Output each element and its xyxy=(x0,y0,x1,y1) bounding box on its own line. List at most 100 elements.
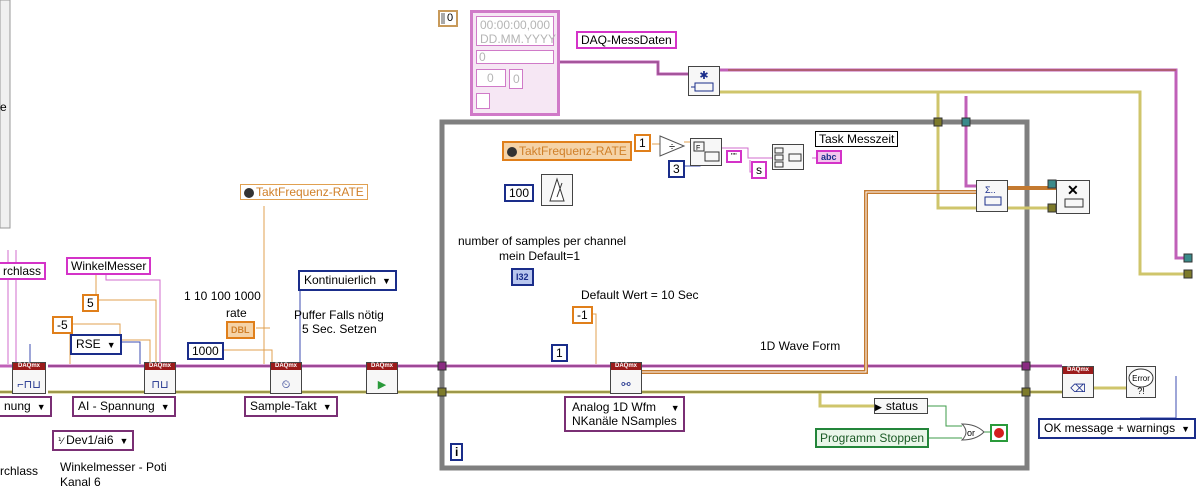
daq-messdaten-string[interactable]: DAQ-MessDaten xyxy=(576,31,677,49)
samples-label-line2: mein Default=1 xyxy=(499,249,581,263)
waveform-wire xyxy=(640,186,1058,374)
dropdown-arrow-icon: ▼ xyxy=(1181,424,1190,434)
winkelmesser-string[interactable]: WinkelMesser xyxy=(66,257,152,275)
concatenate-strings-node[interactable] xyxy=(772,144,804,170)
dropdown-arrow-icon: ▼ xyxy=(106,340,116,350)
daqmx-start-task-vi[interactable]: DAQmx ▶ xyxy=(366,362,398,394)
daq-cluster-control[interactable]: 00:00:00,000 DD.MM.YYYY 0 0 0 xyxy=(470,10,560,116)
divide-icon[interactable]: ÷ xyxy=(658,134,686,158)
cluster-field-a[interactable]: 0 xyxy=(476,50,554,64)
winkel-poti-label-line1: Winkelmesser - Poti xyxy=(60,460,167,474)
eraser-icon: ⌫ xyxy=(1070,383,1086,395)
dev-channel-ring[interactable]: ⅟Dev1/ai6▼ xyxy=(52,430,135,451)
status-unbundle-node[interactable]: ▶status xyxy=(874,398,928,414)
svg-text:Σ..: Σ.. xyxy=(985,185,996,195)
spannung-ring-left[interactable]: nung▼ xyxy=(0,396,52,417)
stop-terminal-icon[interactable] xyxy=(990,424,1008,442)
channel-icon: ⌐⊓⊔ xyxy=(17,379,41,391)
arrow-icon: ▶ xyxy=(875,402,882,412)
play-icon: ▶ xyxy=(377,379,387,391)
abc-string-indicator: abc xyxy=(816,150,842,164)
or-gate-icon[interactable]: or xyxy=(960,422,986,442)
durchlass-string-top[interactable]: rchlass xyxy=(0,262,47,280)
timestamp-field[interactable]: 00:00:00,000 DD.MM.YYYY xyxy=(476,16,556,46)
left-edge-text: e xyxy=(0,100,7,114)
durchlass-label-bottom: rchlass xyxy=(0,464,39,478)
analog-wfm-ring[interactable]: Analog 1D Wfm NKanäle NSamples ▼ xyxy=(564,396,685,432)
programm-stoppen-control[interactable]: Programm Stoppen xyxy=(815,428,930,448)
cluster-index-control[interactable]: 0 xyxy=(438,10,458,27)
daqmx-create-channel-vi[interactable]: DAQmx ⊓⊔ xyxy=(144,362,176,394)
constant-minus-one[interactable]: -1 xyxy=(572,306,593,324)
bundle-by-name-node[interactable]: ✱ xyxy=(688,66,720,96)
dropdown-arrow-icon: ▼ xyxy=(322,402,332,412)
svg-text:?!: ?! xyxy=(1137,386,1145,396)
svg-text:✱: ✱ xyxy=(699,70,708,82)
dropdown-arrow-icon: ▼ xyxy=(670,403,680,413)
default-wert-label: Default Wert = 10 Sec xyxy=(581,288,699,302)
unbundle-by-name-node[interactable]: Σ.. xyxy=(976,180,1008,212)
bundle-node-right[interactable]: ✕ xyxy=(1056,180,1090,214)
rate-values-label: 1 10 100 1000 xyxy=(184,289,261,303)
svg-text:✕: ✕ xyxy=(1067,182,1079,198)
rate-label: rate xyxy=(226,306,247,320)
ai-spannung-ring[interactable]: AI - Spannung▼ xyxy=(72,396,176,417)
concatenate-icon xyxy=(774,147,802,168)
constant-samples-one[interactable]: 1 xyxy=(551,344,568,362)
task-messzeit-label: Task Messzeit xyxy=(815,131,899,147)
loop-tunnels xyxy=(437,117,1193,397)
taktfrequenz-property-outer[interactable]: TaktFrequenz-RATE xyxy=(240,184,368,200)
numeric-wires xyxy=(69,141,700,364)
sample-takt-ring[interactable]: Sample-Takt▼ xyxy=(244,396,338,417)
daqmx-read-vi[interactable]: DAQmx ⚯ xyxy=(610,362,642,394)
constant-five[interactable]: 5 xyxy=(82,294,99,312)
s-string-constant[interactable]: s xyxy=(751,161,767,179)
constant-minus-five[interactable]: -5 xyxy=(52,316,73,334)
svg-text:or: or xyxy=(967,428,975,438)
cluster-field-b[interactable]: 0 xyxy=(476,69,506,87)
samples-label-line1: number of samples per channel xyxy=(458,234,627,248)
rse-ring[interactable]: RSE▼ xyxy=(70,334,122,355)
i32-indicator: I32 xyxy=(511,268,534,286)
kontinuierlich-ring[interactable]: Kontinuierlich▼ xyxy=(298,270,397,291)
channel-icon: ⊓⊔ xyxy=(151,379,169,391)
error-icon: Error ?! xyxy=(1128,368,1154,396)
loop-iteration-terminal: i xyxy=(450,443,464,461)
cluster-field-c[interactable]: 0 xyxy=(509,69,523,89)
daqmx-create-channel-vi-left[interactable]: DAQmx ⌐⊓⊔ xyxy=(12,362,46,394)
constant-100[interactable]: 100 xyxy=(504,184,535,202)
glasses-icon: ⚯ xyxy=(621,379,631,391)
daqmx-clear-task-vi[interactable]: DAQmx ⌫ xyxy=(1062,366,1094,398)
taktfrequenz-property-inner[interactable]: TaktFrequenz-RATE xyxy=(502,141,632,161)
simple-error-handler-node[interactable]: Error ?! xyxy=(1126,366,1156,398)
daqmx-timing-vi[interactable]: DAQmx ⏲ xyxy=(270,362,302,394)
format-icon: F xyxy=(693,141,720,162)
while-loop-frame xyxy=(439,119,1030,471)
dropdown-arrow-icon: ▼ xyxy=(36,402,46,412)
io-icon: ⅟ xyxy=(58,436,64,446)
ok-message-ring[interactable]: OK message + warnings▼ xyxy=(1038,418,1196,439)
property-node-icon xyxy=(507,146,517,157)
clock-icon: ⏲ xyxy=(281,379,291,391)
unbundle-icon: Σ.. xyxy=(984,185,1002,206)
wait-ms-node[interactable] xyxy=(541,174,573,206)
task-wires xyxy=(0,60,1188,368)
constant-1000[interactable]: 1000 xyxy=(187,342,224,360)
wave-form-label: 1D Wave Form xyxy=(760,339,841,353)
constant-three[interactable]: 3 xyxy=(668,160,685,178)
empty-string-constant[interactable]: "" xyxy=(726,150,742,163)
metronome-icon xyxy=(549,177,565,202)
svg-text:Error: Error xyxy=(1132,374,1150,383)
format-number-node[interactable]: F xyxy=(690,138,722,166)
dbl-indicator: DBL xyxy=(226,321,255,339)
bundle-icon: ✱ xyxy=(691,70,714,92)
left-edge-panel xyxy=(0,0,11,229)
dropdown-arrow-icon: ▼ xyxy=(119,436,129,446)
puffer-label-line1: Puffer Falls nötig xyxy=(294,308,384,322)
winkel-poti-label-line2: Kanal 6 xyxy=(60,475,101,489)
constant-one[interactable]: 1 xyxy=(634,134,651,152)
puffer-label-line2: 5 Sec. Setzen xyxy=(302,322,377,336)
cluster-boolean[interactable] xyxy=(476,93,490,109)
svg-text:÷: ÷ xyxy=(669,141,675,153)
bundle-x-icon: ✕ xyxy=(1064,182,1084,208)
